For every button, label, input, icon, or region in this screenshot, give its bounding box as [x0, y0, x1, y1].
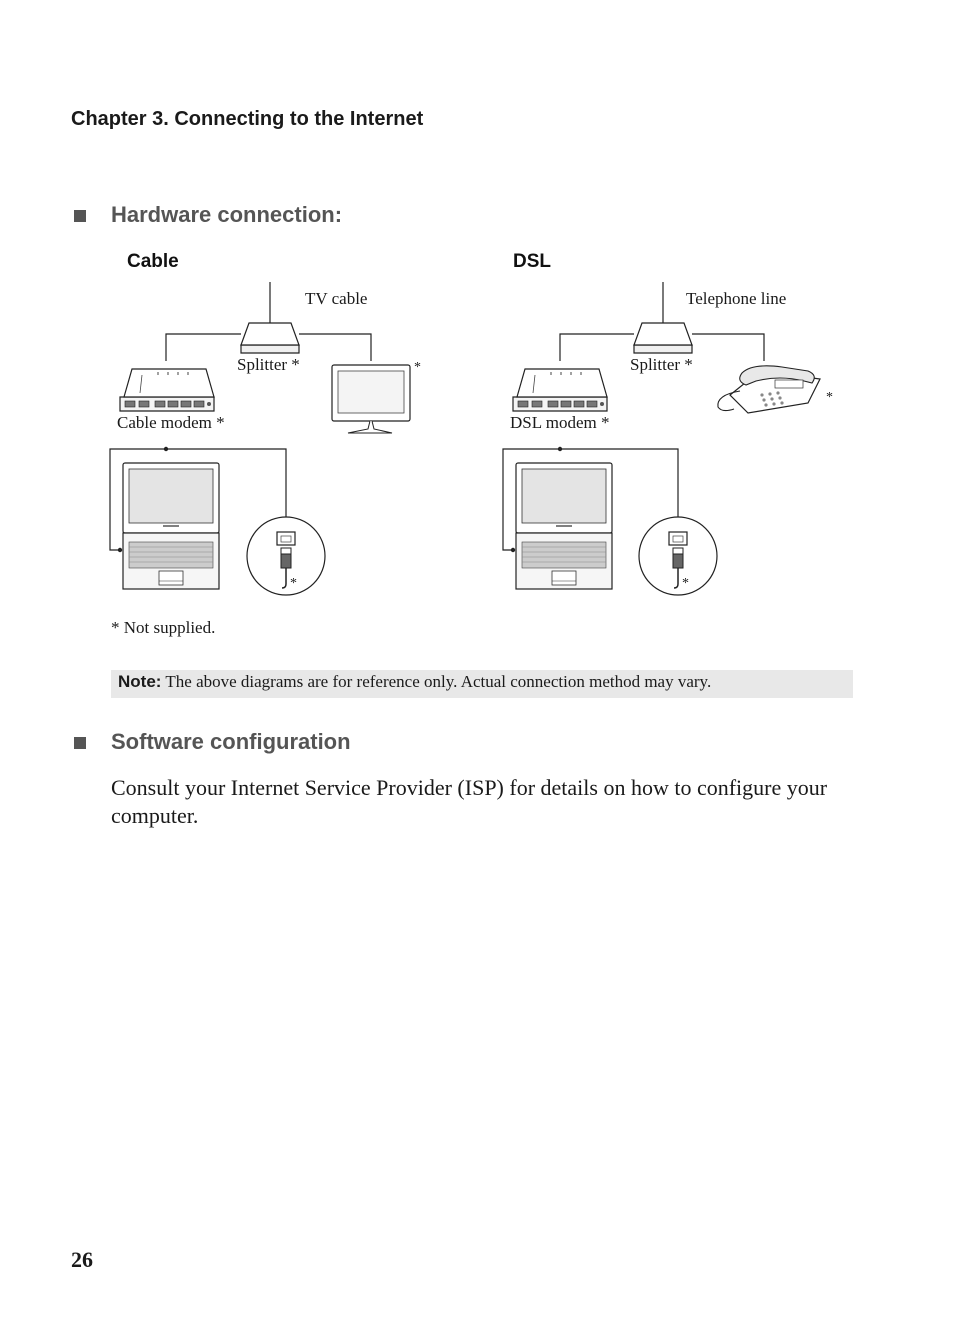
cable-diagram: Cable TV cable Splitter * Cable modem * … — [109, 251, 421, 596]
section-bullet-icon — [74, 737, 86, 749]
telephone-line-label: Telephone line — [686, 289, 786, 308]
splitter-icon — [633, 322, 693, 354]
tv-asterisk: * — [414, 360, 421, 375]
tv-cable-label: TV cable — [305, 289, 367, 308]
laptop-icon — [515, 462, 613, 590]
connection-diagram: Cable TV cable Splitter * Cable modem * … — [109, 251, 833, 596]
dsl-splitter-label: Splitter * — [630, 355, 693, 374]
dsl-modem-icon — [512, 368, 608, 412]
note-box: Note: The above diagrams are for referen… — [111, 670, 853, 698]
cable-modem-label: Cable modem * — [117, 413, 225, 432]
dsl-asterisk: * — [682, 576, 689, 591]
cable-header: Cable — [127, 251, 179, 272]
cable-splitter-label: Splitter * — [237, 355, 300, 374]
tv-monitor-icon — [331, 364, 411, 434]
chapter-title: Chapter 3. Connecting to the Internet — [71, 108, 424, 130]
laptop-icon — [122, 462, 220, 590]
ethernet-port-icon — [638, 516, 718, 596]
page-number: 26 — [71, 1247, 93, 1272]
splitter-icon — [240, 322, 300, 354]
hardware-section-title: Hardware connection: — [111, 202, 343, 227]
software-body-text: Consult your Internet Service Provider (… — [111, 775, 828, 828]
note-label: Note: — [118, 672, 162, 691]
ethernet-port-icon — [246, 516, 326, 596]
dsl-diagram: DSL Telephone line Splitter * DSL modem … — [502, 251, 833, 596]
cable-asterisk: * — [290, 576, 297, 591]
software-section-title: Software configuration — [111, 729, 351, 754]
note-text: The above diagrams are for reference onl… — [161, 672, 712, 691]
footnote: * Not supplied. — [111, 618, 216, 637]
dsl-modem-label: DSL modem * — [510, 413, 609, 432]
phone-asterisk: * — [826, 390, 833, 405]
telephone-icon — [717, 365, 821, 414]
section-bullet-icon — [74, 210, 86, 222]
cable-modem-icon — [119, 368, 215, 412]
dsl-header: DSL — [513, 251, 551, 272]
